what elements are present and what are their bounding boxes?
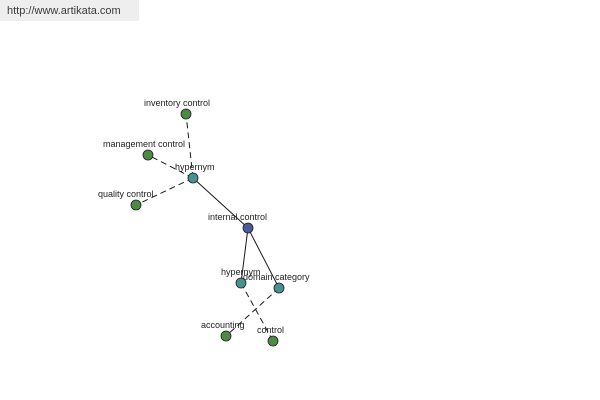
edge-hypernym-top-to-management-control [147, 154, 194, 179]
edge-domain-category-to-accounting [225, 287, 280, 337]
label-hypernym-top[interactable]: hypernym [175, 162, 215, 172]
node-management-control[interactable] [142, 149, 154, 161]
node-inventory-control[interactable] [180, 108, 192, 120]
label-management-control[interactable]: management control [103, 139, 185, 149]
edge-hypernym-top-to-inventory-control [185, 113, 194, 179]
label-internal-control[interactable]: internal control [208, 212, 267, 222]
edge-internal-control-to-domain-category [247, 227, 280, 289]
node-internal-control[interactable] [242, 222, 254, 234]
edge-hypernym-top-to-quality-control [135, 177, 194, 206]
node-hypernym-top[interactable] [187, 172, 199, 184]
edge-internal-control-to-hypernym-top [192, 177, 249, 229]
node-domain-category[interactable] [273, 282, 285, 294]
graph-nodes [130, 108, 285, 347]
node-accounting[interactable] [220, 330, 232, 342]
edge-internal-control-to-hypernym-bottom [240, 227, 249, 284]
graph-edges [135, 113, 280, 342]
url-banner: http://www.artikata.com [0, 0, 139, 21]
label-inventory-control[interactable]: inventory control [144, 98, 210, 108]
node-quality-control[interactable] [130, 199, 142, 211]
label-domain-category[interactable]: domain category [243, 272, 310, 282]
label-accounting[interactable]: accounting [201, 320, 245, 330]
label-hypernym-bottom[interactable]: hypernym [221, 267, 261, 277]
node-control[interactable] [267, 335, 279, 347]
node-hypernym-bottom[interactable] [235, 277, 247, 289]
label-control[interactable]: control [257, 325, 284, 335]
edge-hypernym-bottom-to-control [240, 282, 274, 342]
label-quality-control[interactable]: quality control [98, 189, 154, 199]
site-url[interactable]: http://www.artikata.com [7, 5, 121, 17]
